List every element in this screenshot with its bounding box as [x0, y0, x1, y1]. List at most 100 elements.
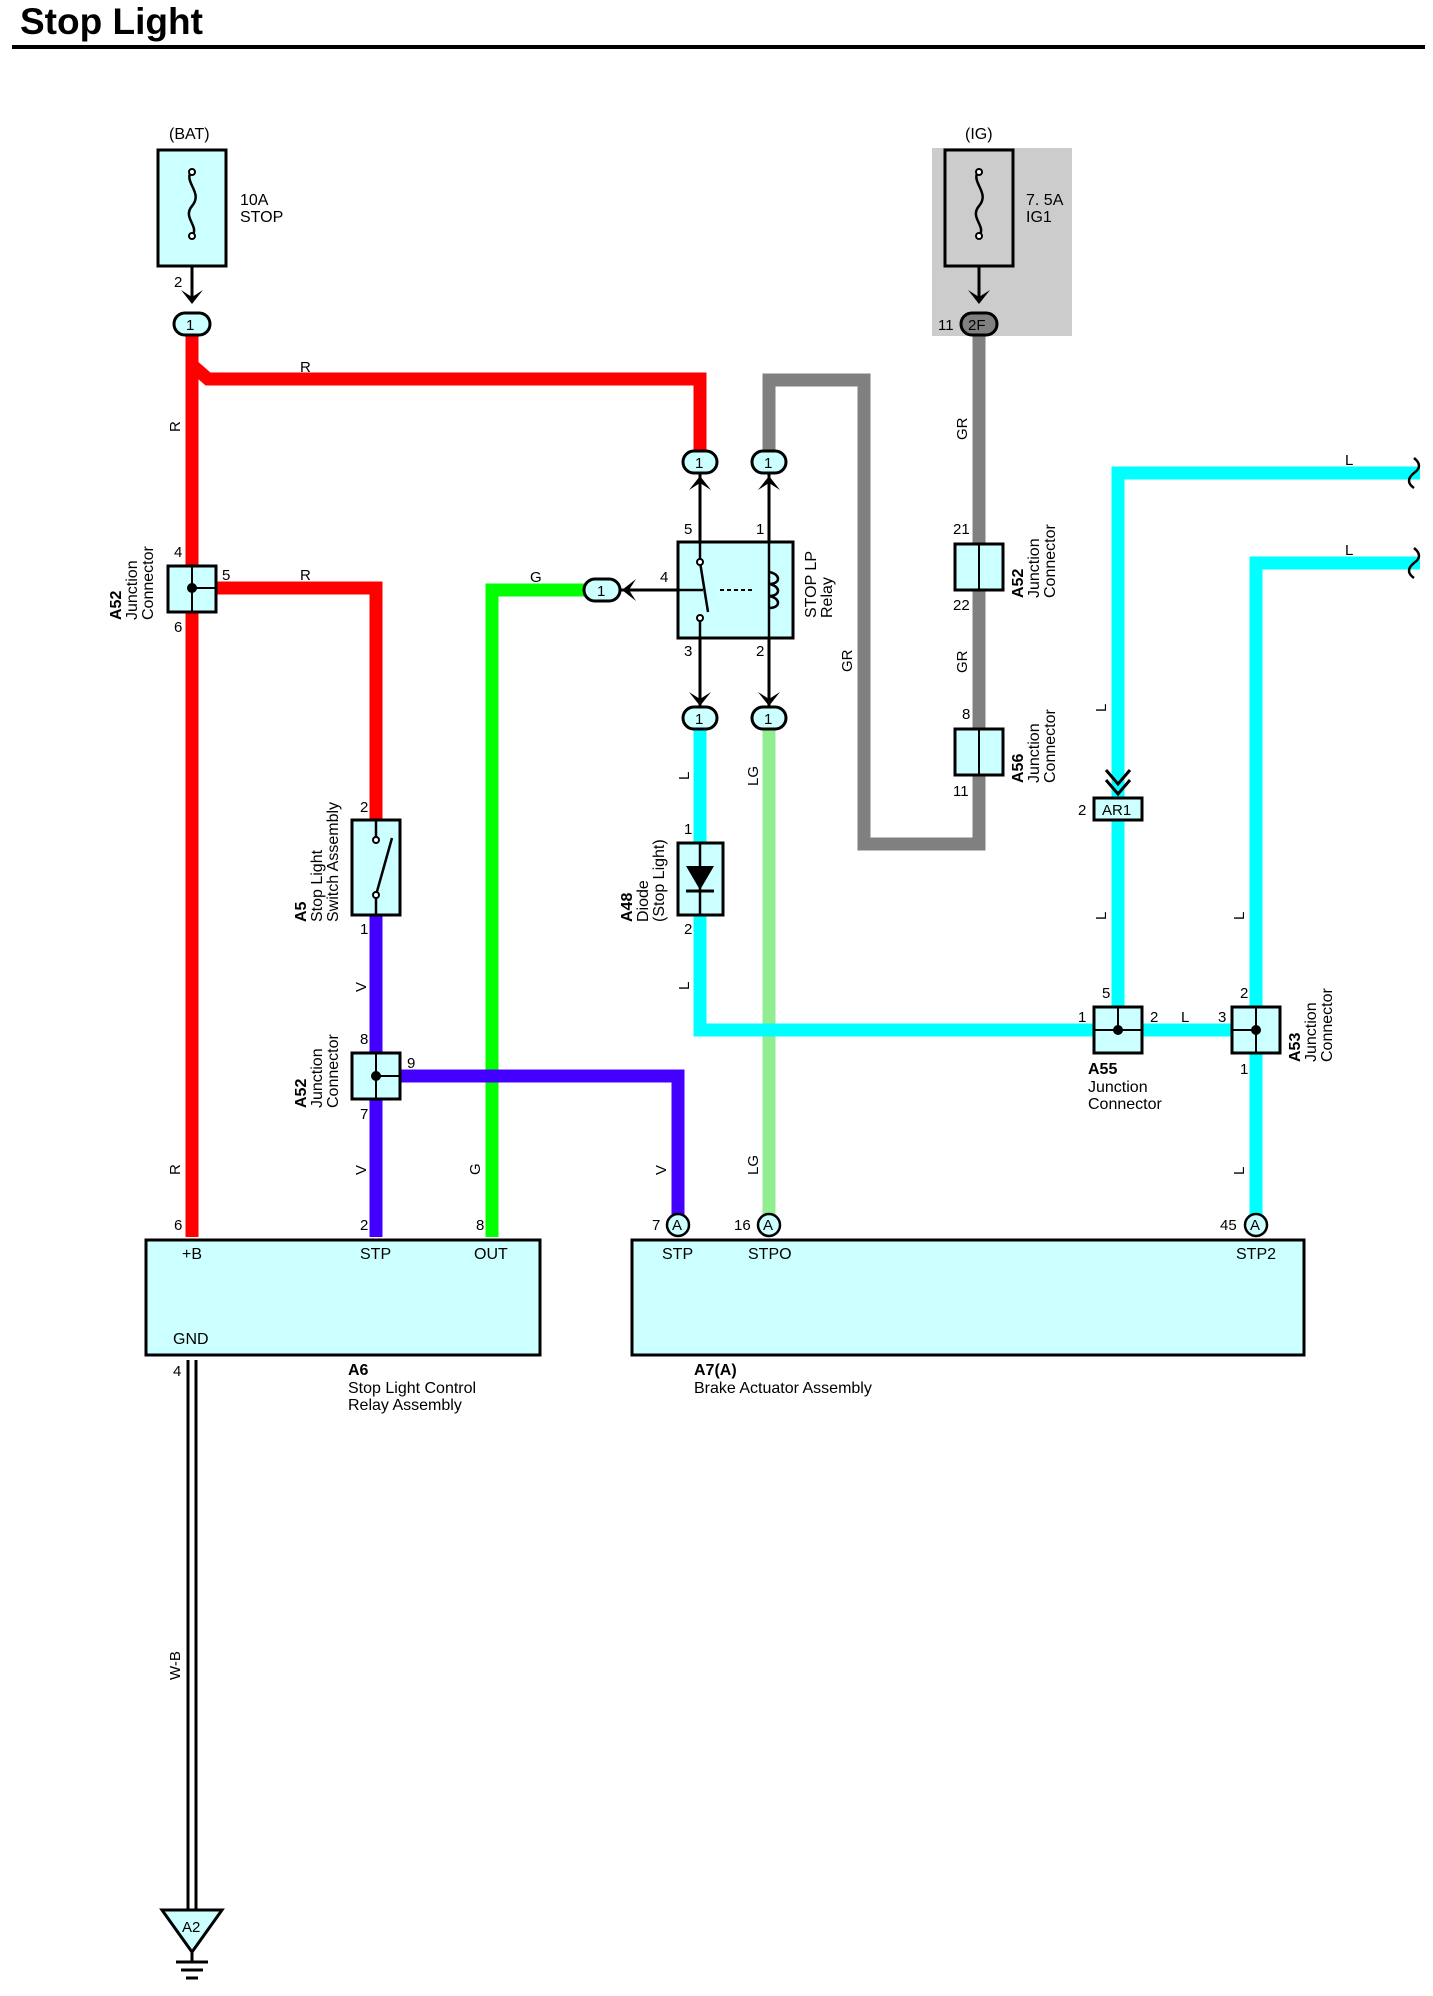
svg-text:L: L: [1231, 912, 1248, 920]
a6-pin-b: 6: [174, 1217, 182, 1234]
a6-terminal-out: OUT: [474, 1246, 508, 1263]
a6-terminal-stp: STP: [360, 1246, 391, 1263]
svg-text:Junction: Junction: [124, 560, 141, 620]
svg-text:R: R: [167, 1164, 184, 1175]
a52-gr-pin-22: 22: [953, 597, 970, 614]
a6-code: A6: [348, 1362, 369, 1379]
relay-conn-pin: 1: [764, 711, 772, 728]
relay-terminal-icon: [696, 558, 704, 566]
relay-pin-3: 3: [684, 643, 692, 660]
arrow-left-icon: [622, 579, 636, 601]
wire-r-switch: [192, 581, 383, 820]
a53-pin-1: 1: [1240, 1061, 1248, 1078]
a6-pin-stp: 2: [360, 1217, 368, 1234]
wire-label-l: L: [1093, 912, 1110, 920]
a52-top-pin-5: 5: [222, 567, 230, 584]
a7-conn-stp2: [1243, 1212, 1269, 1238]
switch-terminal-icon: [372, 836, 380, 844]
ig-conn-pin: 2F: [968, 317, 986, 334]
svg-text:V: V: [353, 982, 370, 992]
ar1-label: AR1: [1102, 802, 1131, 819]
wire-label-g: G: [530, 569, 542, 586]
junction-dot-icon: [1113, 1025, 1123, 1035]
arrow-down-icon: [968, 290, 990, 304]
wire-g: [485, 583, 590, 1237]
a48-label: A48 Diode (Stop Light): [619, 839, 668, 922]
relay-pin-5: 5: [684, 521, 692, 538]
svg-text:Connector: Connector: [325, 1034, 342, 1108]
a52-gr-pin-21: 21: [953, 521, 970, 538]
wire-label-l: L: [1093, 704, 1110, 712]
ground-label: A2: [182, 1919, 200, 1936]
svg-text:G: G: [467, 1163, 484, 1175]
page-title: Stop Light: [20, 1, 203, 42]
wire-l-diode: [693, 730, 1252, 1037]
a52-gr-label: A52 Junction Connector: [1010, 524, 1059, 598]
svg-text:GR: GR: [839, 649, 856, 672]
wire-label-g: G: [467, 1163, 484, 1175]
a7-conn-letter: A: [672, 1217, 682, 1234]
junction-dot-icon: [1251, 1025, 1261, 1035]
wire-label-l: L: [1181, 1009, 1189, 1026]
wire-break-upper: [1407, 457, 1421, 490]
arrow-down-icon: [689, 692, 711, 706]
ground-a2-connector: [159, 1908, 225, 1955]
bat-fuse-rating: 10A: [240, 192, 269, 209]
svg-text:A52: A52: [1010, 569, 1027, 598]
a52-mid-pin-7: 7: [360, 1106, 368, 1123]
svg-text:Relay: Relay: [819, 577, 836, 618]
svg-text:L: L: [1093, 704, 1110, 712]
a7-pin-stp: 7: [652, 1217, 660, 1234]
a55-pin-2: 2: [1150, 1009, 1158, 1026]
a5-pin-1: 1: [360, 921, 368, 938]
wire-label-v: V: [653, 1165, 670, 1175]
a6-line1: Stop Light Control: [348, 1380, 476, 1397]
relay-name: STOP LP Relay: [803, 551, 836, 618]
wire-label-l: L: [676, 772, 693, 780]
wire-label-v: V: [353, 982, 370, 992]
wire-label-r: R: [300, 359, 311, 376]
switch-terminal-icon: [372, 891, 380, 899]
a7-terminal-stp: STP: [662, 1246, 693, 1263]
fuse-terminal-icon: [975, 168, 983, 176]
a53-pin-2: 2: [1240, 985, 1248, 1002]
ig-label: (IG): [965, 126, 993, 143]
ig-pin-out: 11: [938, 317, 954, 334]
svg-text:Junction: Junction: [1303, 1002, 1320, 1062]
arrow-down-icon: [181, 290, 203, 304]
relay-switch-icon: [698, 561, 710, 613]
svg-text:A5: A5: [293, 901, 310, 922]
switch-icon: [374, 837, 394, 896]
a7-terminal-stpo: STPO: [748, 1246, 792, 1263]
bat-fuse-name: STOP: [240, 209, 283, 226]
svg-text:Junction: Junction: [1026, 538, 1043, 598]
a6-terminal-gnd: GND: [173, 1331, 209, 1348]
wire-label-gr: GR: [839, 649, 856, 672]
a5-pin-2: 2: [360, 799, 368, 816]
svg-text:L: L: [676, 982, 693, 990]
ig-connector: [959, 311, 999, 337]
arrow-down-icon: [758, 692, 780, 706]
relay-pin-1: 1: [756, 521, 764, 538]
a55-line2: Connector: [1088, 1096, 1162, 1113]
a7-conn-stp: [665, 1212, 691, 1238]
wire-label-lg: LG: [745, 766, 762, 786]
relay-conn-pin: 1: [695, 711, 703, 728]
wire-label-wb: W-B: [167, 1651, 184, 1680]
a48-pin-1: 1: [684, 821, 692, 838]
a7-conn-letter: A: [763, 1217, 773, 1234]
relay-conn-pin: 1: [695, 455, 703, 472]
a7-code: A7(A): [694, 1362, 737, 1379]
wire-l-ar1: [1111, 466, 1420, 1030]
relay-conn-bottom-right: [750, 705, 788, 731]
svg-text:L: L: [1093, 912, 1110, 920]
bat-label: (BAT): [169, 126, 210, 143]
wire-label-v: V: [353, 1165, 370, 1175]
svg-text:Stop Light: Stop Light: [309, 849, 326, 922]
wire-l-stp2: [1249, 556, 1420, 1222]
svg-text:(Stop Light): (Stop Light): [651, 839, 668, 922]
a7-pin-stp2: 45: [1220, 1217, 1237, 1234]
a56-label: A56 Junction Connector: [1010, 709, 1059, 783]
svg-text:Connector: Connector: [1042, 524, 1059, 598]
relay-terminal-icon: [696, 614, 704, 622]
